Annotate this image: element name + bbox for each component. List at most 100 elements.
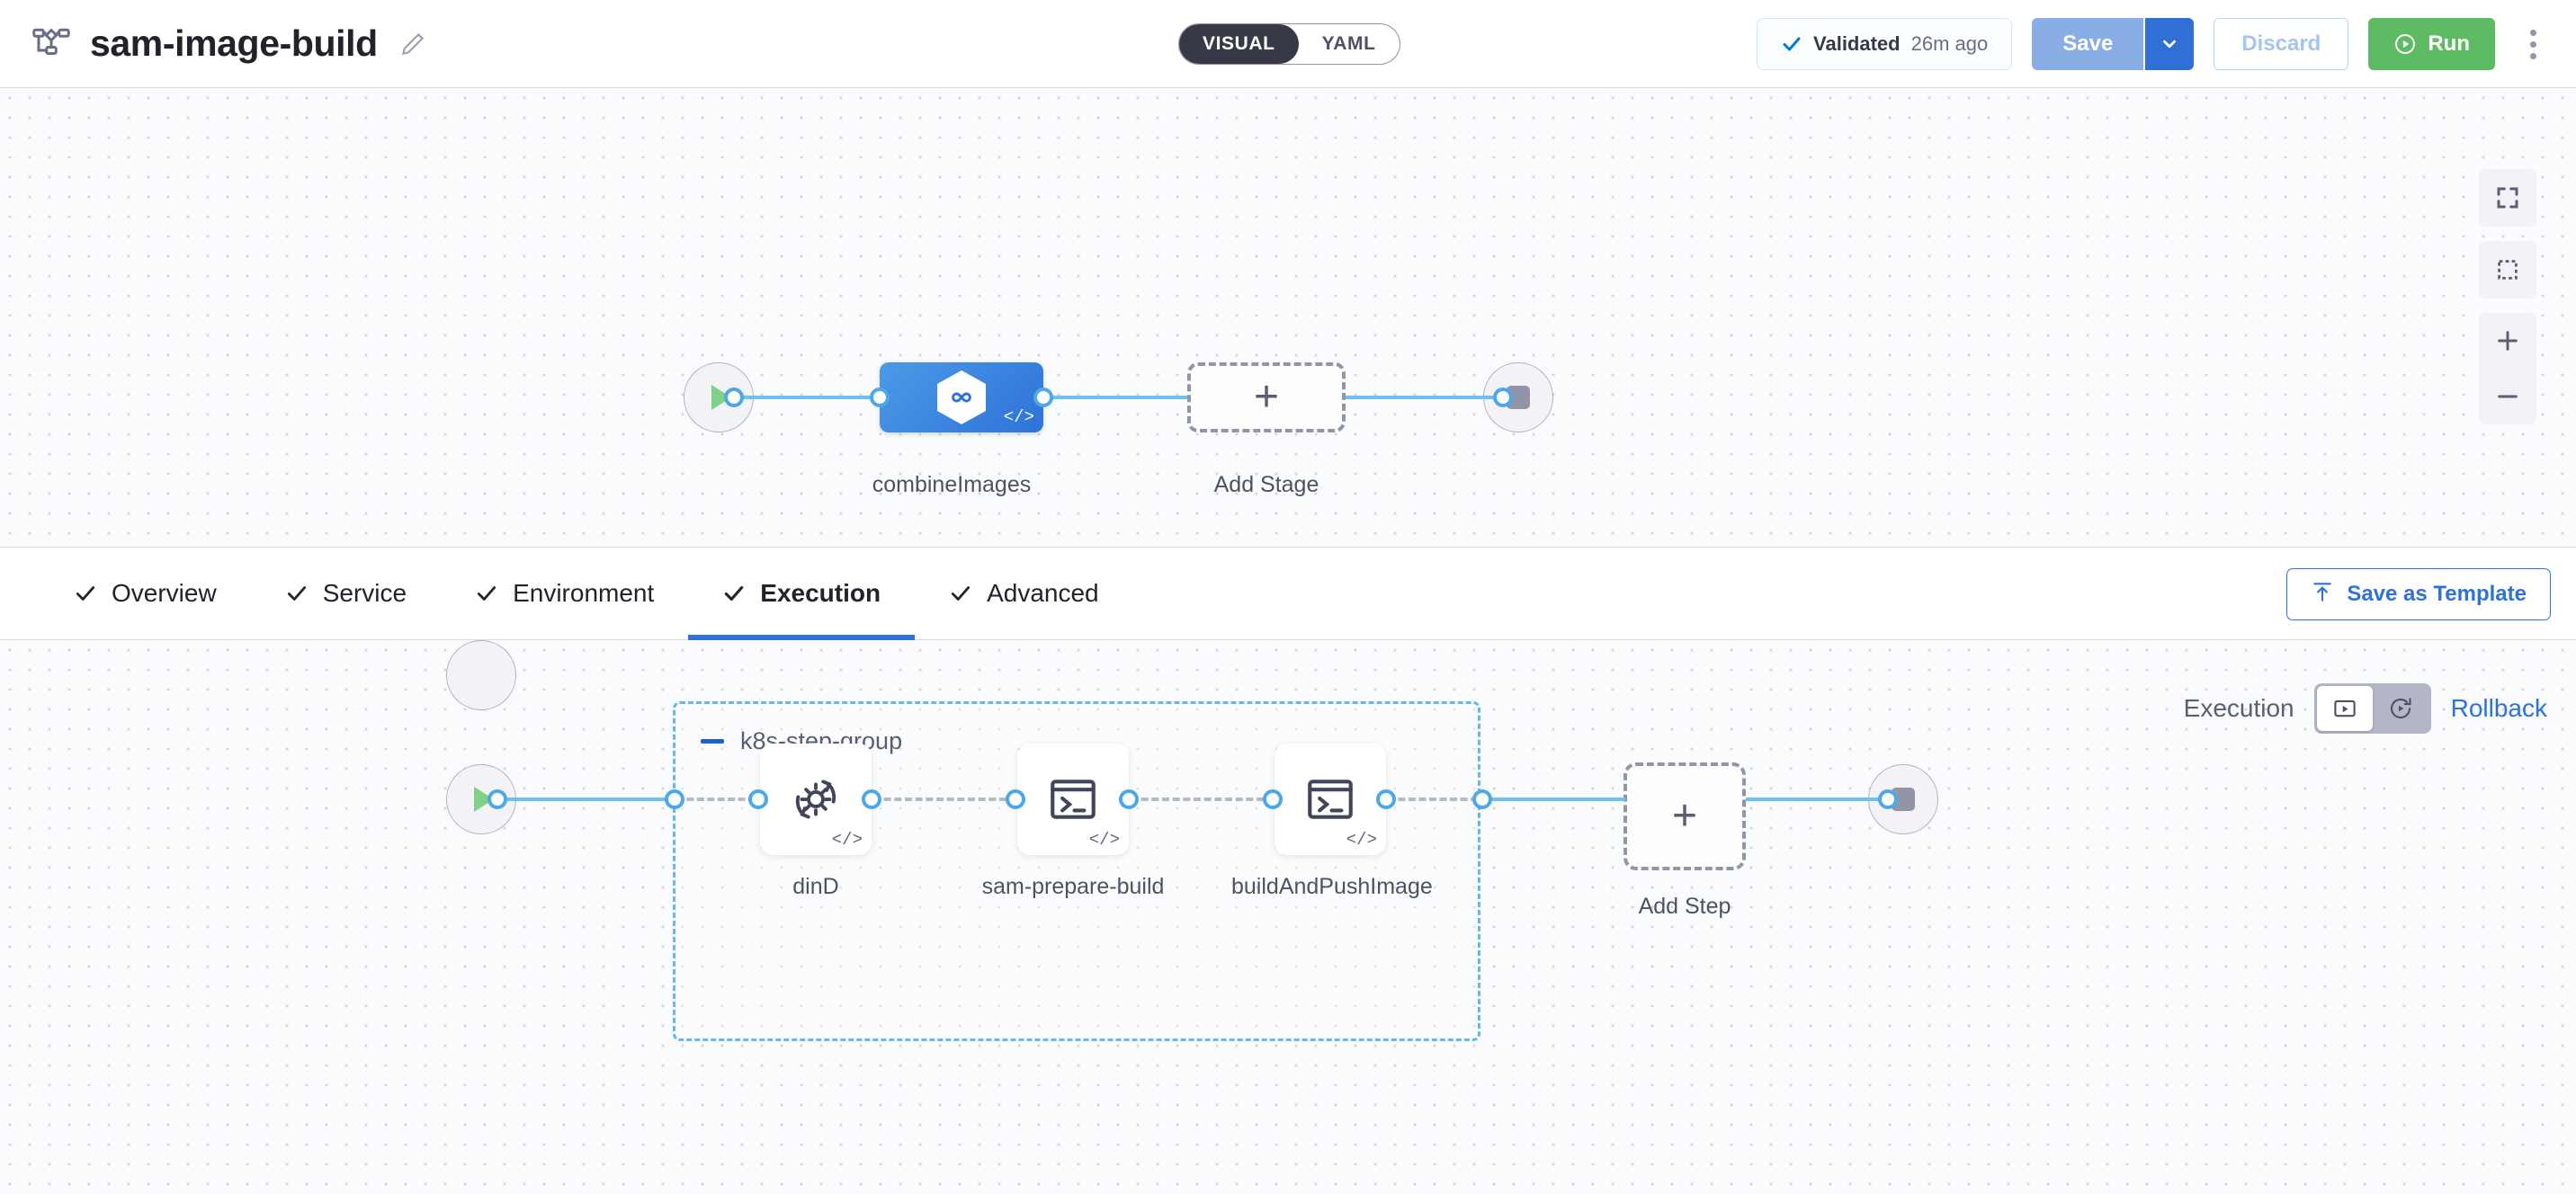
step-label: dinD bbox=[792, 874, 839, 899]
execution-start-node[interactable] bbox=[446, 764, 516, 834]
discard-button[interactable]: Discard bbox=[2214, 18, 2349, 70]
harness-cd-hexagon-icon bbox=[937, 370, 986, 424]
pipeline-end-node[interactable] bbox=[1483, 362, 1553, 432]
run-label: Run bbox=[2428, 31, 2470, 56]
connector-dot[interactable] bbox=[1878, 789, 1898, 809]
pipeline-icon bbox=[32, 25, 70, 63]
connector-link-dashed bbox=[676, 797, 756, 801]
step-node-dind[interactable]: </> bbox=[760, 744, 872, 855]
execution-rollback-toggle: Execution Rollback bbox=[2184, 683, 2547, 734]
check-icon bbox=[1781, 33, 1802, 55]
validated-timestamp: 26m ago bbox=[1910, 32, 1989, 55]
check-icon bbox=[949, 582, 972, 605]
connector-link bbox=[1484, 797, 1625, 801]
connector-dot[interactable] bbox=[1006, 789, 1025, 809]
connector-link-dashed bbox=[1388, 797, 1478, 801]
validated-label: Validated bbox=[1813, 32, 1901, 55]
execution-mode-label: Execution bbox=[2183, 694, 2294, 722]
stage-config-tabs: Overview Service Environment Execution bbox=[0, 547, 2576, 640]
connector-dot[interactable] bbox=[1119, 789, 1139, 809]
add-step-button[interactable]: + bbox=[1623, 762, 1746, 870]
connector-dot[interactable] bbox=[870, 388, 890, 407]
save-dropdown-chevron-down-icon[interactable] bbox=[2143, 18, 2195, 70]
zoom-out-minus-icon[interactable] bbox=[2479, 369, 2536, 424]
connector-link-dashed bbox=[1131, 797, 1264, 801]
check-icon bbox=[475, 582, 498, 605]
plus-icon: + bbox=[1253, 373, 1280, 421]
tab-label: Overview bbox=[112, 579, 217, 607]
marquee-select-icon[interactable] bbox=[2479, 241, 2536, 298]
tab-list: Overview Service Environment Execution bbox=[0, 547, 1133, 640]
check-icon bbox=[722, 582, 746, 605]
step-node-buildandpushimage[interactable]: </> bbox=[1275, 744, 1386, 855]
connector-link-dashed bbox=[873, 797, 1006, 801]
page-title: sam-image-build bbox=[90, 22, 378, 64]
header-left: sam-image-build bbox=[0, 22, 426, 65]
connector-link bbox=[497, 797, 675, 801]
step-label: buildAndPushImage bbox=[1231, 874, 1433, 899]
terminal-icon bbox=[1308, 780, 1353, 819]
tab-overview[interactable]: Overview bbox=[40, 547, 251, 640]
fit-screen-icon[interactable] bbox=[2479, 169, 2536, 227]
connector-dot[interactable] bbox=[1493, 388, 1513, 407]
connector-dot[interactable] bbox=[862, 789, 881, 809]
mode-segmented-control[interactable] bbox=[2313, 683, 2431, 734]
connector-dot[interactable] bbox=[748, 789, 768, 809]
tab-label: Service bbox=[322, 579, 407, 607]
save-button[interactable]: Save bbox=[2032, 18, 2144, 70]
add-stage-label: Add Stage bbox=[1213, 472, 1319, 497]
connector-link bbox=[734, 396, 880, 399]
execution-canvas[interactable]: Execution Rollback bbox=[0, 640, 2576, 1194]
zoom-in-plus-icon[interactable] bbox=[2479, 313, 2536, 369]
tab-service[interactable]: Service bbox=[251, 547, 441, 640]
edit-title-pencil-icon[interactable] bbox=[399, 31, 426, 58]
save-split-button[interactable]: Save bbox=[2032, 18, 2195, 70]
tab-execution[interactable]: Execution bbox=[688, 547, 915, 640]
status-badge: Validated 26m ago bbox=[1757, 18, 2013, 70]
save-as-template-button[interactable]: Save as Template bbox=[2286, 568, 2551, 620]
app-header: sam-image-build VISUAL YAML Validated 26… bbox=[0, 0, 2576, 88]
stage-node-combineimages[interactable]: </> bbox=[880, 362, 1043, 432]
connector-link bbox=[1746, 797, 1887, 801]
step-code-badge: </> bbox=[831, 830, 863, 850]
tab-label: Execution bbox=[760, 579, 881, 607]
canvas-controls bbox=[2479, 169, 2536, 424]
connector-dot[interactable] bbox=[665, 789, 684, 809]
connector-dot[interactable] bbox=[1472, 789, 1492, 809]
connector-dot[interactable] bbox=[1033, 388, 1053, 407]
tab-label: Advanced bbox=[987, 579, 1099, 607]
execution-start-node[interactable] bbox=[446, 640, 516, 710]
step-code-badge: </> bbox=[1346, 830, 1377, 850]
play-circle-icon bbox=[2393, 32, 2417, 56]
terminal-icon bbox=[1051, 780, 1096, 819]
template-upload-icon bbox=[2311, 580, 2334, 610]
zoom-controls bbox=[2479, 313, 2536, 424]
tab-yaml[interactable]: YAML bbox=[1321, 33, 1376, 54]
connector-link bbox=[1043, 396, 1187, 399]
connector-dot[interactable] bbox=[1263, 789, 1283, 809]
step-node-sam-prepare-build[interactable]: </> bbox=[1017, 744, 1129, 855]
tab-advanced[interactable]: Advanced bbox=[915, 547, 1133, 640]
rollback-link[interactable]: Rollback bbox=[2450, 694, 2547, 722]
header-actions: Validated 26m ago Save Discard bbox=[1757, 0, 2551, 88]
run-button[interactable]: Run bbox=[2368, 18, 2495, 70]
stage-canvas[interactable]: </> combineImages + Add Stage bbox=[0, 88, 2576, 547]
kebab-menu-icon[interactable] bbox=[2515, 18, 2551, 70]
tab-visual[interactable]: VISUAL bbox=[1179, 24, 1299, 64]
connector-dot[interactable] bbox=[1376, 789, 1396, 809]
step-code-badge: </> bbox=[1088, 830, 1120, 850]
connector-dot[interactable] bbox=[724, 388, 744, 407]
stage-label: combineImages bbox=[872, 472, 1032, 497]
tab-environment[interactable]: Environment bbox=[441, 547, 688, 640]
connector-dot[interactable] bbox=[487, 789, 507, 809]
rollback-rotate-icon[interactable] bbox=[2373, 686, 2428, 731]
plus-icon: + bbox=[1671, 792, 1698, 840]
visual-yaml-toggle[interactable]: VISUAL YAML bbox=[1178, 23, 1400, 65]
tab-label: Environment bbox=[513, 579, 655, 607]
add-stage-button[interactable]: + bbox=[1187, 362, 1346, 432]
collapse-minus-icon[interactable] bbox=[701, 739, 724, 744]
add-step-label: Add Step bbox=[1638, 894, 1731, 919]
connector-link bbox=[1346, 396, 1504, 399]
step-label: sam-prepare-build bbox=[981, 874, 1165, 899]
play-box-icon[interactable] bbox=[2316, 686, 2373, 731]
